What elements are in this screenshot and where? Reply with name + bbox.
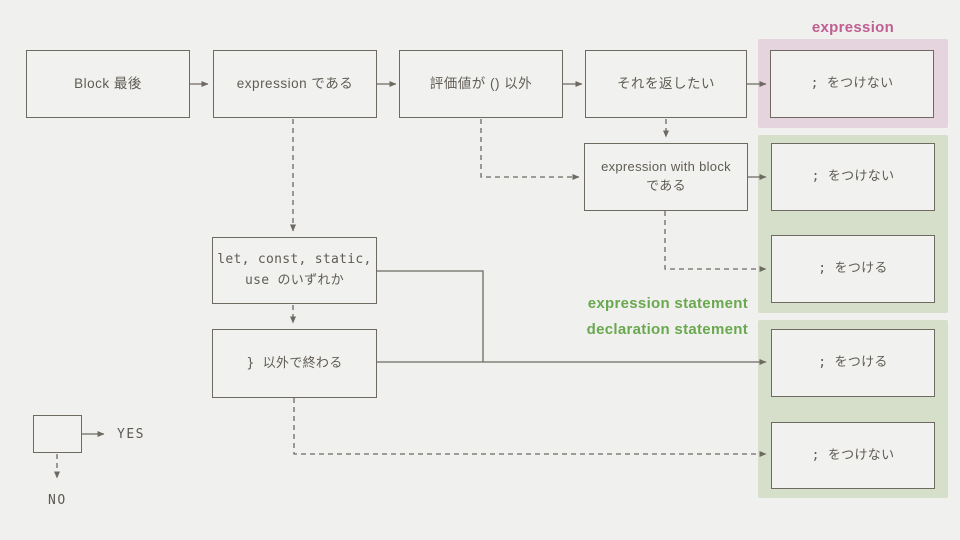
- node-eval-not-unit-label: 評価値が () 以外: [429, 75, 533, 91]
- node-ewb-semicolon-label: ; をつける: [818, 261, 888, 277]
- node-eval-not-unit: 評価値が () 以外: [399, 50, 563, 118]
- node-is-expression-label: expression である: [236, 75, 354, 91]
- node-is-expression: expression である: [213, 50, 377, 118]
- node-want-return-label: それを返したい: [617, 75, 715, 91]
- node-ewb-semicolon: ; をつける: [771, 235, 935, 303]
- node-ewb-no-semicolon-label: ; をつけない: [811, 169, 895, 185]
- legend-yes-label: YES: [117, 427, 145, 442]
- node-want-return: それを返したい: [585, 50, 747, 118]
- node-expr-no-semicolon: ; をつけない: [770, 50, 934, 118]
- node-block-last: Block 最後: [26, 50, 190, 118]
- node-expr-with-block-line1: expression with block: [601, 159, 731, 175]
- legend-no-label: NO: [48, 493, 67, 508]
- node-decl-semicolon: ; をつける: [771, 329, 935, 397]
- node-ends-not-brace: } 以外で終わる: [212, 329, 377, 398]
- node-ends-not-brace-label: } 以外で終わる: [246, 355, 343, 371]
- node-ewb-no-semicolon: ; をつけない: [771, 143, 935, 211]
- node-let-const-static-use: let, const, static, use のいずれか: [212, 237, 377, 304]
- legend-box: [33, 415, 82, 453]
- declaration-statement-section-label: declaration statement: [586, 321, 748, 338]
- node-let-const-line2: use のいずれか: [244, 272, 344, 288]
- node-let-const-line1: let, const, static,: [217, 252, 372, 268]
- expression-statement-section-label: expression statement: [587, 295, 748, 312]
- expression-section-label: expression: [811, 19, 895, 36]
- node-decl-semicolon-label: ; をつける: [818, 355, 888, 371]
- node-decl-no-semicolon-label: ; をつけない: [811, 447, 895, 463]
- node-block-last-label: Block 最後: [74, 75, 142, 91]
- node-expr-with-block-line2: である: [646, 178, 686, 193]
- node-decl-no-semicolon: ; をつけない: [771, 422, 935, 489]
- node-expr-no-semicolon-label: ; をつけない: [810, 76, 894, 92]
- node-expr-with-block: expression with block である: [584, 143, 748, 211]
